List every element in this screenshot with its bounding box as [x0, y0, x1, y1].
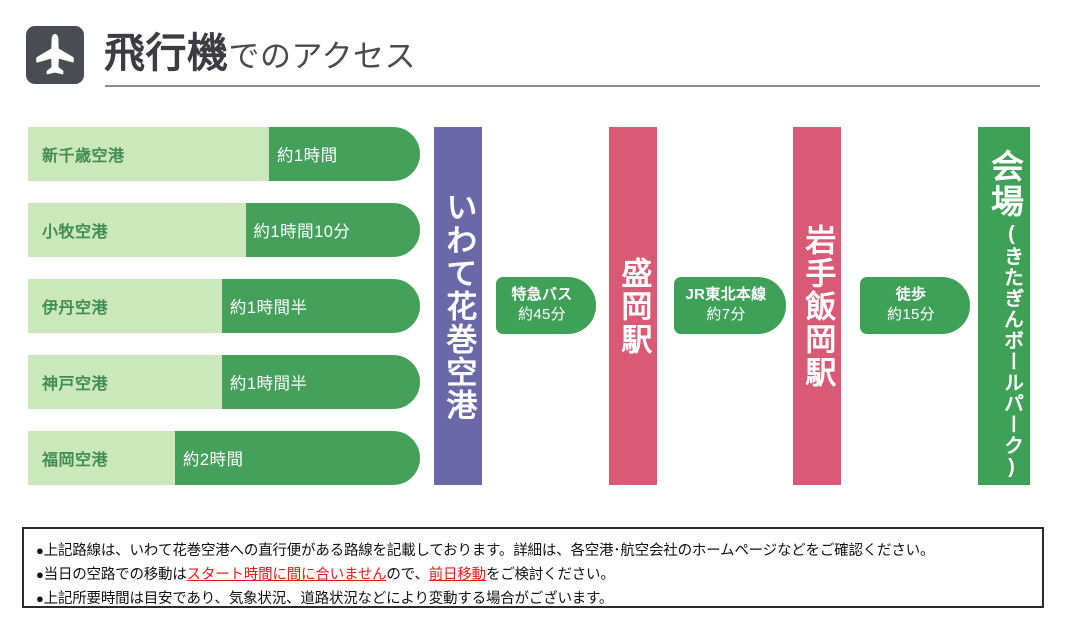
venue-sublabel: (きたぎんボールパーク) [1000, 223, 1023, 479]
node-label: いわて花巻空港 [441, 190, 477, 422]
note-text: をご検討ください。 [485, 567, 615, 583]
leg-jr-tohoku-line: JR東北本線 約7分 [674, 277, 786, 334]
bar-fill [245, 203, 420, 257]
flight-duration-value: 約1時間半 [229, 299, 308, 317]
airport-label: 新千歳空港 [42, 148, 125, 165]
leg-time: 約15分 [887, 306, 935, 324]
node-label: 岩手飯岡駅 [800, 223, 836, 389]
node-label: 盛岡駅 [616, 256, 652, 356]
page-title-main: 飛行機 [104, 30, 229, 76]
note-direct-flights: ●上記路線は、いわて花巻空港への直行便がある路線を記載しております。詳細は、各空… [36, 539, 934, 560]
flight-bar-row: 福岡空港 約2時間 [28, 431, 420, 485]
note-same-day-travel: ●当日の空路での移動はスタート時間に間に合いませんので、前日移動をご検討ください… [36, 563, 615, 584]
leg-time: 約7分 [706, 306, 746, 324]
bar-fill [269, 127, 420, 181]
bullet-icon: ● [36, 567, 44, 582]
airplane-icon [26, 26, 84, 84]
bar-fill [175, 431, 420, 485]
bullet-icon: ● [36, 543, 44, 558]
leg-mode: 徒歩 [895, 286, 927, 304]
airport-label: 伊丹空港 [42, 300, 109, 317]
note-text: ので、 [386, 567, 429, 583]
leg-walk: 徒歩 約15分 [860, 277, 970, 334]
flight-bar-row: 伊丹空港 約1時間半 [28, 279, 420, 333]
flight-duration-value: 約1時間 [276, 147, 338, 165]
flight-duration-value: 約1時間半 [229, 375, 308, 393]
leg-mode: JR東北本線 [685, 286, 767, 304]
node-iwate-hanamaki-airport: いわて花巻空港 [434, 127, 482, 485]
node-morioka-station: 盛岡駅 [609, 127, 657, 485]
flight-duration-value: 約1時間10分 [253, 223, 351, 241]
note-estimate: ●上記所要時間は目安であり、気象状況、道路状況などにより変動する場合がございます… [36, 587, 613, 608]
bullet-icon: ● [36, 591, 44, 606]
note-text: 上記所要時間は目安であり、気象状況、道路状況などにより変動する場合がございます。 [43, 591, 614, 607]
flight-duration-bars: 新千歳空港 約1時間 小牧空港 約1時間10分 伊丹空港 約1時間半 神戸空港 … [28, 127, 420, 485]
page-title: 飛行機でのアクセス [104, 22, 416, 94]
node-iwate-iioka-station: 岩手飯岡駅 [793, 127, 841, 485]
page-header: 飛行機でのアクセス [26, 22, 1040, 92]
flight-bar-row: 神戸空港 約1時間半 [28, 355, 420, 409]
venue-label: 会場 [986, 149, 1024, 219]
flight-bar-row: 小牧空港 約1時間10分 [28, 203, 420, 257]
flight-bar-row: 新千歳空港 約1時間 [28, 127, 420, 181]
header-divider [105, 85, 1040, 87]
bar-fill [222, 279, 420, 333]
notes-box: ●上記路線は、いわて花巻空港への直行便がある路線を記載しております。詳細は、各空… [22, 527, 1044, 608]
note-warning-start-time: スタート時間に間に合いません [186, 567, 387, 583]
leg-express-bus: 特急バス 約45分 [496, 277, 596, 334]
bar-fill [222, 355, 420, 409]
page-title-sub: でのアクセス [228, 39, 416, 74]
airport-label: 神戸空港 [42, 376, 109, 393]
node-venue: 会場 (きたぎんボールパーク) [978, 127, 1030, 485]
leg-time: 約45分 [518, 306, 566, 324]
flight-duration-value: 約2時間 [182, 451, 244, 469]
airport-label: 小牧空港 [42, 224, 109, 241]
note-text: 当日の空路での移動は [43, 567, 187, 583]
leg-mode: 特急バス [511, 286, 573, 304]
airport-label: 福岡空港 [42, 452, 109, 469]
note-text: 上記路線は、いわて花巻空港への直行便がある路線を記載しております。詳細は、各空港… [43, 543, 935, 559]
note-warning-prior-day: 前日移動 [428, 567, 486, 583]
